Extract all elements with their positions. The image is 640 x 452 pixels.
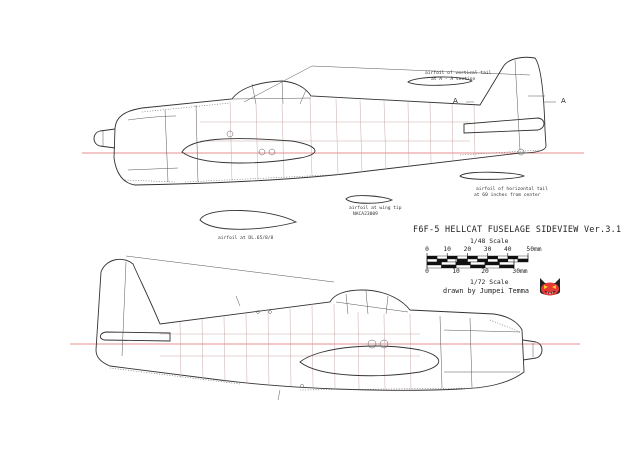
scale-segment <box>455 261 471 266</box>
airfoil-root-label: airfoil at DL.65/8/8 <box>218 236 274 241</box>
wing-fillet-bottom <box>299 345 440 377</box>
scale-segment <box>517 255 529 260</box>
airfoil-horizontal-tail-label-1: airfoil of horizontal tail <box>476 187 548 192</box>
porthole-bottom-2 <box>379 339 389 349</box>
scale-segment <box>426 264 442 269</box>
section-marker-a-left: A <box>453 97 458 105</box>
scale-segment <box>507 255 519 260</box>
fuselage-outline-bottom <box>95 258 525 391</box>
scale-1-72-label: 1/72 Scale <box>470 278 509 286</box>
scale-segment <box>426 261 442 266</box>
scale-tick-label: 10 <box>443 246 451 253</box>
scale-segment <box>477 258 488 263</box>
scale-segment <box>497 255 509 260</box>
tail-wheel-top <box>517 148 525 156</box>
antenna-wire-top <box>243 65 531 103</box>
wing-fillet-top <box>181 138 316 164</box>
scale-segment <box>487 258 498 263</box>
scale-segment <box>436 255 448 260</box>
scale-segment <box>467 258 478 263</box>
airfoil-vertical-tail-label-2: at A - A section <box>431 77 476 82</box>
scale-segment <box>441 261 457 266</box>
scale-segment <box>499 261 515 266</box>
scale-segment <box>447 255 458 260</box>
scale-segment <box>470 261 486 266</box>
airfoil-horizontal-tail-label-2: at 60 inches from center <box>474 193 541 198</box>
airfoil-wingtip-label-1: airfoil at wing tip <box>349 206 402 211</box>
panel-lines-bottom <box>160 303 420 391</box>
spinner-bottom <box>522 339 543 361</box>
scale-tick-label: 20 <box>463 246 472 253</box>
scale-segment <box>477 255 488 260</box>
scale-segment <box>457 255 468 260</box>
scale-segment <box>457 258 468 263</box>
scale-tick-label: 30 <box>483 246 492 253</box>
airfoil-vertical-tail-shape <box>407 76 473 86</box>
panel-lines-top <box>200 97 476 183</box>
airfoil-wingtip-shape <box>345 195 394 204</box>
canopy-bottom <box>335 290 409 315</box>
scale-tick-label: 10 <box>452 268 460 275</box>
scale-tick-label: 30mm <box>512 268 528 275</box>
scale-segment <box>487 255 498 260</box>
airfoil-wingtip-label-2: NACA23009 <box>353 212 378 217</box>
scale-bar-1-48 <box>426 253 529 263</box>
fuselage-sideview-top <box>82 56 584 186</box>
antenna-wire-bottom <box>125 255 335 283</box>
scale-segment <box>426 255 438 260</box>
fuselage-sideview-bottom <box>70 255 580 401</box>
airfoil-vertical-tail-label-1: airfoil of vertical tail <box>425 71 492 76</box>
airfoil-root-shape <box>199 210 298 230</box>
scale-segment <box>517 258 529 263</box>
porthole-bottom-1 <box>367 339 377 349</box>
scale-tick-label: 20 <box>481 268 489 275</box>
horizontal-stabilizer-bottom <box>99 331 171 342</box>
scale-tick-label: 50mm <box>526 246 542 253</box>
airfoil-horizontal-tail-shape <box>459 171 526 180</box>
scale-tick-label: 0 <box>425 268 429 275</box>
author-credit: drawn by Jumpei Temma <box>443 287 529 295</box>
scale-segment <box>426 258 438 263</box>
scale-segment <box>467 255 478 260</box>
canopy-top <box>231 80 312 105</box>
scale-bar-1-72 <box>426 259 515 269</box>
scale-segment <box>507 258 519 263</box>
scale-1-48-label: 1/48 Scale <box>470 237 509 245</box>
scale-segment <box>497 258 509 263</box>
scale-segment <box>484 261 500 266</box>
cat-face-icon <box>540 278 560 296</box>
scale-tick-label: 0 <box>425 246 429 253</box>
scale-segment <box>436 258 448 263</box>
fuselage-outline-top <box>113 56 547 186</box>
horizontal-stabilizer-top <box>463 117 545 134</box>
spinner-top <box>93 128 116 149</box>
section-marker-a-right: A <box>561 97 566 105</box>
drawing-title: F6F-5 HELLCAT FUSELAGE SIDEVIEW Ver.3.1 <box>413 224 622 234</box>
scale-tick-label: 40 <box>504 246 512 253</box>
